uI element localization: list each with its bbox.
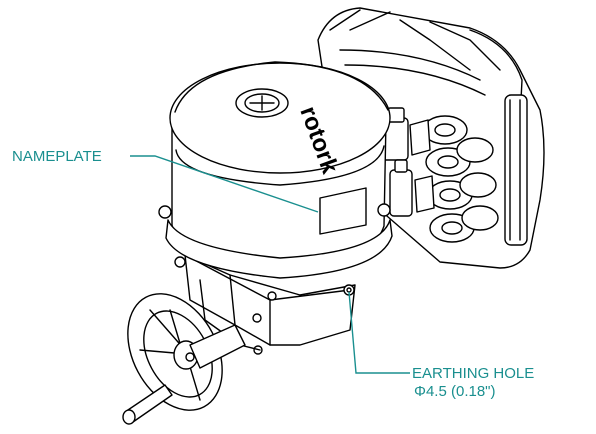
earthing-hole-label: EARTHING HOLE (412, 365, 535, 382)
nameplate-label: NAMEPLATE (12, 148, 102, 165)
handwheel (122, 293, 246, 425)
nameplate (319, 187, 367, 235)
nameplate-leader (130, 155, 319, 213)
earthing-hole-leader (348, 291, 410, 374)
control-terminal-block (317, 7, 545, 269)
earthing-hole-size-label: Φ4.5 (0.18") (414, 383, 496, 400)
earthing-hole (343, 284, 355, 296)
logo-badge (235, 88, 289, 118)
